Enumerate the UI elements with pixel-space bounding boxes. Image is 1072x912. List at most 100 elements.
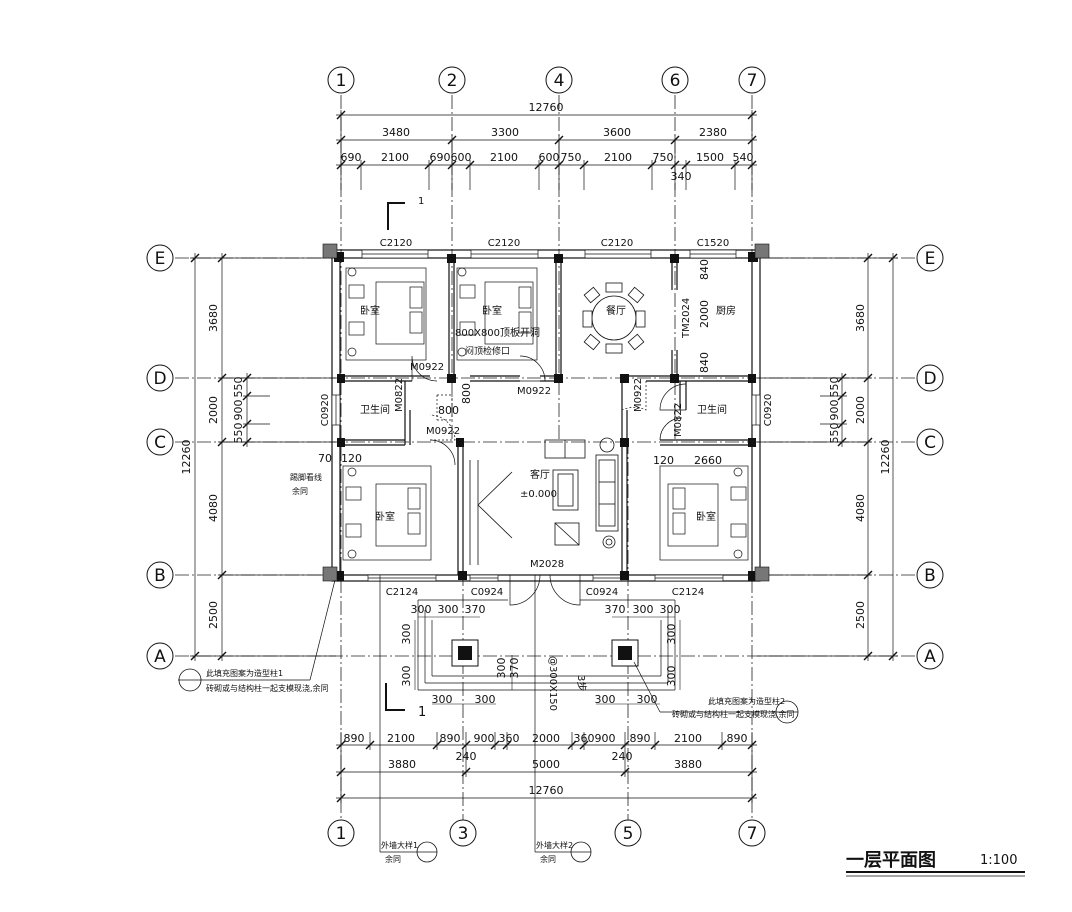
porch-dim: 300 bbox=[400, 624, 413, 645]
wall-detail-2-sub: 余同 bbox=[540, 854, 556, 864]
axis-bubble-2-top bbox=[438, 66, 466, 94]
axis-label: A bbox=[154, 647, 166, 667]
dim-top-detail: 2100 bbox=[490, 151, 518, 164]
porch-dim: 300 bbox=[495, 658, 508, 679]
bed-top-middle bbox=[456, 267, 538, 361]
axis-label: B bbox=[924, 566, 936, 586]
dim-bottom-extra: 240 bbox=[612, 750, 633, 763]
dim-left-70: 70 bbox=[318, 452, 332, 465]
bed-bottom-right bbox=[659, 465, 749, 561]
section-mark-top bbox=[387, 202, 405, 230]
axis-label: A bbox=[924, 647, 936, 667]
dim-right-detail: 550 bbox=[828, 423, 841, 444]
axis-bubbles-right bbox=[916, 244, 944, 670]
dim-top: 3600 bbox=[603, 126, 631, 139]
dim-left: 4080 bbox=[207, 494, 220, 522]
axis-label: 1 bbox=[336, 71, 347, 91]
dim-right: 3680 bbox=[854, 304, 867, 332]
dim-left-total: 12260 bbox=[180, 440, 193, 475]
porch-dim: 300 bbox=[595, 693, 616, 706]
dim-top-detail: 750 bbox=[561, 151, 582, 164]
room-label-bedroom: 卧室 bbox=[375, 510, 395, 523]
dim-right: 2000 bbox=[854, 396, 867, 424]
porch-dim: 370 bbox=[508, 658, 521, 679]
dim-top-detail: 690 bbox=[430, 151, 451, 164]
dim-top: 2380 bbox=[699, 126, 727, 139]
porch-dim: 300 bbox=[660, 603, 681, 616]
drawing-title: 一层平面图 1:100 bbox=[846, 850, 1025, 877]
porch-dim: 370 bbox=[605, 603, 626, 616]
windows-top bbox=[361, 249, 737, 259]
dining-table bbox=[582, 282, 646, 354]
dim-top-detail: 750 bbox=[653, 151, 674, 164]
porch-dim: 300 bbox=[411, 603, 432, 616]
living-room-furniture bbox=[469, 437, 619, 565]
porch-steps bbox=[417, 599, 676, 691]
door-label: TM2024 bbox=[681, 298, 692, 339]
room-label-bathroom: 卫生间 bbox=[697, 403, 727, 416]
left-dimensions bbox=[190, 253, 336, 661]
dim-top-detail: 540 bbox=[733, 151, 754, 164]
axis-label: E bbox=[155, 249, 166, 269]
axis-label: 3 bbox=[458, 824, 469, 844]
detail2-note-2: 砖砌或与结构柱一起支模现浇,余同 bbox=[672, 709, 795, 719]
dim-bottom-extra: 240 bbox=[456, 750, 477, 763]
door-label: M0822 bbox=[673, 403, 684, 437]
porch-dim: 300 bbox=[633, 603, 654, 616]
dim-top-detail: 1500 bbox=[696, 151, 724, 164]
room-label-living: 客厅 bbox=[530, 468, 550, 481]
dim-left-detail: 550 bbox=[232, 377, 245, 398]
axis-bubble-7-top bbox=[738, 66, 766, 94]
dim-bottom: 2100 bbox=[387, 732, 415, 745]
wall-detail-1-sub: 余同 bbox=[385, 854, 401, 864]
room-label-bedroom: 卧室 bbox=[482, 304, 502, 317]
axis-label: C bbox=[154, 433, 166, 453]
dim-left-detail: 550 bbox=[232, 423, 245, 444]
door-label: M0922 bbox=[426, 426, 460, 437]
window-label: C2124 bbox=[672, 587, 704, 598]
ceiling-opening-note: 800X800顶板开洞 bbox=[455, 326, 540, 339]
window-label: C0924 bbox=[586, 587, 618, 598]
door-label: M2028 bbox=[530, 559, 564, 570]
detail1-note-2: 砖砌或与结构柱一起支模现浇,余同 bbox=[206, 683, 329, 693]
section-mark-bottom bbox=[385, 683, 405, 711]
axis-label: 7 bbox=[747, 824, 758, 844]
dim-bottom-l2: 3880 bbox=[388, 758, 416, 771]
dim-right: 4080 bbox=[854, 494, 867, 522]
dim-left-120: 120 bbox=[341, 452, 362, 465]
window-label: C2120 bbox=[601, 238, 633, 249]
dim-top-detail: 2100 bbox=[381, 151, 409, 164]
dim-bottom: 890 bbox=[344, 732, 365, 745]
dim-top-detail: 690 bbox=[341, 151, 362, 164]
door-label: M0922 bbox=[410, 362, 444, 373]
ceiling-opening-note-2: 闷顶检修口 bbox=[465, 345, 510, 357]
dim-bottom: 360 bbox=[574, 732, 595, 745]
bed-top-left bbox=[345, 267, 427, 361]
interior-walls bbox=[340, 258, 752, 575]
window-label: C2120 bbox=[488, 238, 520, 249]
dim-top-detail: 2100 bbox=[604, 151, 632, 164]
axis-label: D bbox=[923, 369, 936, 389]
room-label-bathroom: 卫生间 bbox=[360, 403, 390, 416]
dim-right-detail: 550 bbox=[828, 377, 841, 398]
dim-total-top: 12760 bbox=[529, 101, 564, 114]
title-text: 一层平面图 bbox=[846, 850, 936, 871]
kickline-note: 踢脚看线 bbox=[290, 472, 322, 482]
dim-bottom: 360 bbox=[499, 732, 520, 745]
dim-kitchen: 840 bbox=[698, 352, 711, 373]
dim-opening: 800 bbox=[438, 404, 459, 417]
step-count: 3步 bbox=[575, 675, 587, 691]
dim-kitchen: 840 bbox=[698, 259, 711, 280]
windows-bottom bbox=[367, 574, 724, 582]
dim-left: 3680 bbox=[207, 304, 220, 332]
dim-bottom: 890 bbox=[630, 732, 651, 745]
door-label: M0822 bbox=[394, 378, 405, 412]
axis-label: 1 bbox=[336, 824, 347, 844]
dim-top-extra: 340 bbox=[671, 170, 692, 183]
dim-bottom: 2000 bbox=[532, 732, 560, 745]
axis-label: 6 bbox=[670, 71, 681, 91]
dim-bottom: 890 bbox=[440, 732, 461, 745]
porch-dim: 300 bbox=[637, 693, 658, 706]
structural-columns bbox=[334, 252, 758, 581]
